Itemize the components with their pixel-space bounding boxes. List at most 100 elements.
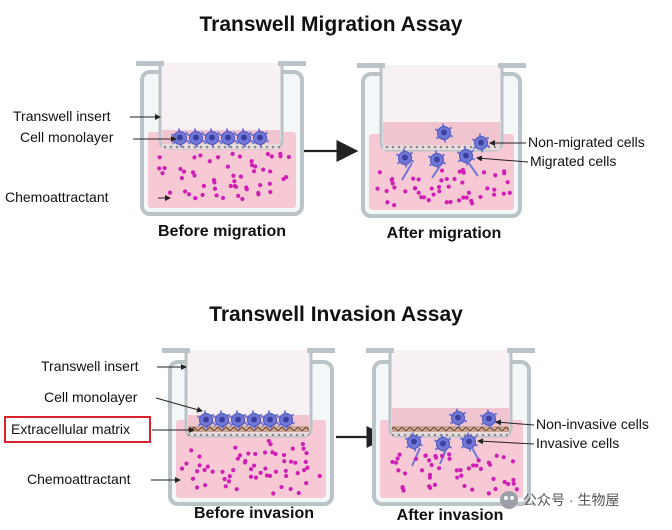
chemoattractant-dot [476, 458, 481, 463]
chemoattractant-dot [295, 471, 300, 476]
chemoattractant-dot [179, 175, 184, 181]
chemoattractant-dot [460, 167, 466, 173]
chemoattractant-dot [248, 474, 254, 479]
chemoattractant-dot [262, 450, 268, 455]
chemoattractant-dot [437, 189, 442, 194]
chemoattractant-dot [227, 474, 232, 479]
chemoattractant-dot [202, 483, 208, 488]
chemoattractant-dot [258, 183, 263, 188]
chemoattractant-dot [201, 183, 206, 188]
chemoattractant-dot [448, 199, 453, 205]
chemoattractant-dot [282, 459, 287, 464]
invasion-before-well [162, 348, 335, 506]
chemoattractant-dot [403, 189, 408, 194]
chemoattractant-dot [197, 463, 202, 468]
chemoattractant-dot [205, 464, 210, 469]
cell-icon [433, 434, 453, 454]
chemoattractant-dot [238, 174, 244, 179]
caption-after-invasion: After invasion [397, 507, 504, 524]
chemoattractant-dot [510, 459, 516, 464]
chemoattractant-dot [253, 475, 259, 480]
chemoattractant-dot [181, 169, 187, 174]
chemoattractant-dot [474, 463, 479, 468]
chemoattractant-dot [491, 476, 496, 482]
chemoattractant-dot [492, 187, 497, 192]
chemoattractant-dot [269, 154, 274, 159]
chemoattractant-dot [283, 175, 289, 180]
chemoattractant-dot [444, 200, 449, 205]
chemoattractant-dot [162, 166, 167, 171]
chemoattractant-dot [210, 469, 215, 474]
chemoattractant-dot [419, 468, 425, 473]
cell-icon [202, 128, 222, 148]
invasion-title: Transwell Invasion Assay [209, 303, 463, 326]
chemoattractant-dot [179, 466, 185, 471]
chemoattractant-dot [278, 154, 283, 159]
chemoattractant-dot [511, 481, 516, 486]
chemoattractant-dot [416, 190, 421, 195]
cell-monolayer [196, 410, 296, 430]
chemoattractant-dot [256, 192, 261, 197]
chemoattractant-dot [469, 198, 474, 203]
label-non-invasive-cells: Non-invasive cells [536, 416, 649, 432]
chemoattractant-dot [494, 453, 499, 458]
chemoattractant-dots [390, 452, 519, 496]
cell-icon [276, 410, 296, 430]
chemoattractant-dot [439, 453, 445, 459]
chemoattractant-dot [478, 194, 483, 200]
chemoattractant-dot [466, 466, 471, 471]
chemoattractant-dot [389, 178, 394, 183]
chemoattractant-dot [454, 468, 459, 473]
cell-icon [448, 408, 468, 428]
chemoattractant-dot [268, 189, 273, 195]
chemoattractant-dot [507, 190, 512, 196]
chemoattractant-dot [300, 441, 305, 447]
cell-icon [395, 148, 415, 168]
chemoattractant-dot [253, 451, 258, 457]
chemoattractant-dot [444, 176, 449, 182]
chemoattractant-dot [258, 470, 263, 475]
chemoattractant-dot [501, 455, 506, 460]
chemoattractant-dot [270, 450, 275, 455]
chemoattractant-dot [231, 173, 236, 178]
chemoattractant-dot [220, 195, 226, 201]
chemoattractant-dot [481, 170, 487, 175]
label-migrated-cells: Migrated cells [530, 153, 616, 169]
chemoattractant-dot [413, 456, 419, 462]
chemoattractant-dot [279, 484, 284, 490]
chemoattractant-dot [178, 166, 183, 172]
chemoattractant-dot [157, 166, 162, 171]
chemoattractant-dot [375, 186, 380, 191]
chemoattractant-dot [419, 195, 424, 200]
chemoattractant-dot [502, 479, 507, 485]
chemoattractant-dot [212, 186, 218, 191]
chemoattractant-dot [192, 155, 197, 160]
cell-icon [471, 133, 491, 153]
chemoattractant-dot [457, 169, 462, 174]
chemoattractant-dot [251, 463, 257, 468]
chemoattractant-dot [230, 151, 235, 156]
chemoattractant-dot [447, 456, 452, 461]
chemoattractant-dot [284, 473, 289, 479]
chemoattractant-dots [179, 438, 322, 496]
chemoattractant-dot [462, 483, 467, 489]
caption-before-migration: Before migration [158, 223, 286, 240]
migration-title: Transwell Migration Assay [200, 13, 463, 36]
chemoattractant-dot [220, 469, 225, 474]
chemoattractant-dot [384, 188, 389, 194]
chemoattractant-dot [195, 469, 200, 474]
chemoattractant-dot [416, 177, 421, 182]
chemoattractant-dot [466, 190, 472, 195]
label-cell-monolayer: Cell monolayer [20, 129, 114, 145]
chemoattractant-dot [273, 469, 278, 474]
chemoattractant-dot [225, 164, 231, 169]
chemoattractant-dot [290, 446, 295, 451]
chemoattractant-dot [429, 186, 434, 191]
cell-icon [456, 146, 476, 166]
chemoattractant-dot [302, 468, 307, 473]
chemoattractant-dot [304, 451, 309, 456]
cell-icon [434, 123, 454, 143]
chemoattractant-dot [186, 192, 192, 197]
label-extracellular-matrix: Extracellular matrix [11, 421, 130, 437]
chemoattractant-dot [288, 459, 294, 464]
